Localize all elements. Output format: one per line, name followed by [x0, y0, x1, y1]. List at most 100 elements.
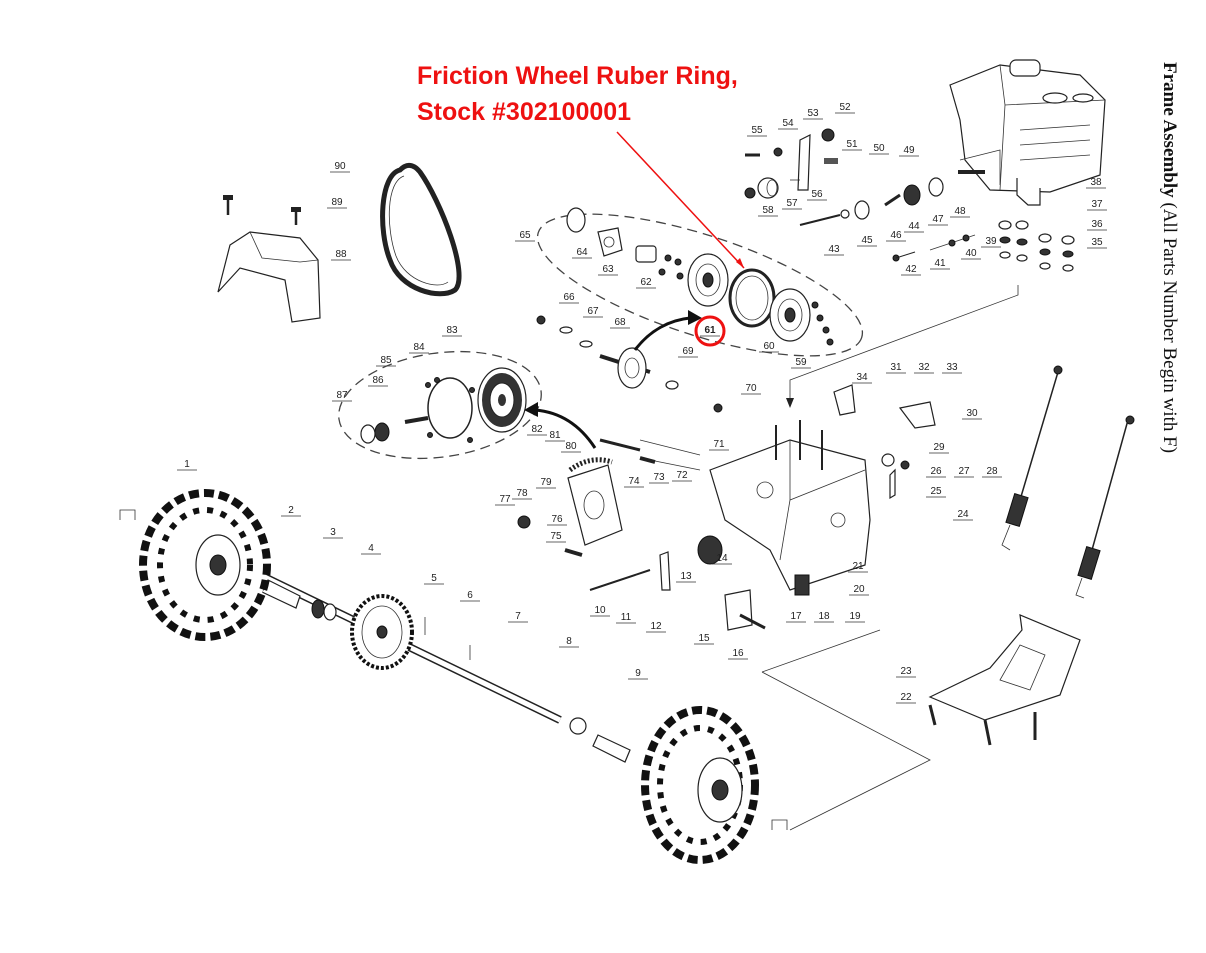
part-label-9: 9	[635, 668, 641, 679]
part-label-48: 48	[954, 206, 966, 217]
part-label-62: 62	[640, 277, 652, 288]
part-label-12: 12	[650, 621, 662, 632]
bolts	[223, 195, 301, 225]
part-label-54: 54	[782, 118, 794, 129]
part-label-6: 6	[467, 590, 473, 601]
part-label-43: 43	[828, 244, 840, 255]
part-label-63: 63	[602, 264, 614, 275]
skid-plate	[928, 614, 1081, 746]
part-label-69: 69	[682, 346, 694, 357]
part-label-30: 30	[966, 408, 978, 419]
part-label-51: 51	[846, 139, 858, 150]
part-label-41: 41	[934, 258, 946, 269]
part-label-7: 7	[515, 611, 521, 622]
part-label-22: 22	[900, 692, 912, 703]
part-label-49: 49	[903, 145, 915, 156]
part-label-14: 14	[716, 553, 728, 564]
friction-wheel-assembly	[536, 207, 834, 413]
part-label-42: 42	[905, 264, 917, 275]
belt-cover	[217, 231, 321, 323]
part-label-35: 35	[1091, 237, 1103, 248]
part-label-47: 47	[932, 214, 944, 225]
part-label-59: 59	[795, 357, 807, 368]
part-label-57: 57	[786, 198, 798, 209]
gear-plate	[517, 438, 701, 557]
part-label-8: 8	[566, 636, 572, 647]
part-label-28: 28	[986, 466, 998, 477]
wheel-axle-assembly	[248, 566, 631, 763]
part-label-25: 25	[930, 486, 942, 497]
part-label-21: 21	[852, 561, 864, 572]
part-label-34: 34	[856, 372, 868, 383]
part-label-81: 81	[549, 430, 561, 441]
frame-housing	[709, 420, 871, 596]
control-rods	[1001, 365, 1135, 599]
part-label-87: 87	[336, 390, 348, 401]
part-label-55: 55	[751, 125, 763, 136]
part-label-86: 86	[372, 375, 384, 386]
part-label-70: 70	[745, 383, 757, 394]
part-label-32: 32	[918, 362, 930, 373]
part-label-58: 58	[762, 205, 774, 216]
part-label-79: 79	[540, 477, 552, 488]
drive-wheel-group-outline	[338, 350, 542, 460]
part-label-84: 84	[413, 342, 425, 353]
assembly-guide-line	[761, 629, 931, 831]
part-label-23: 23	[900, 666, 912, 677]
part-label-50: 50	[873, 143, 885, 154]
side-title-bold: Frame Assembly	[1159, 62, 1180, 198]
part-label-18: 18	[818, 611, 830, 622]
part-label-74: 74	[628, 476, 640, 487]
part-label-2: 2	[288, 505, 294, 516]
part-label-78: 78	[516, 488, 528, 499]
part-label-24: 24	[957, 509, 969, 520]
part-label-29: 29	[933, 442, 945, 453]
part-label-85: 85	[380, 355, 392, 366]
drive-wheel-assembly	[360, 367, 527, 444]
part-label-17: 17	[790, 611, 802, 622]
part-label-73: 73	[653, 472, 665, 483]
part-label-40: 40	[965, 248, 977, 259]
part-label-60: 60	[763, 341, 775, 352]
part-label-56: 56	[811, 189, 823, 200]
part-label-67: 67	[587, 306, 599, 317]
part-label-64: 64	[576, 247, 588, 258]
part-label-4: 4	[368, 543, 374, 554]
part-label-19: 19	[849, 611, 861, 622]
drive-shaft-parts	[744, 128, 1075, 408]
arrow-to-ring	[633, 316, 691, 351]
part-label-36: 36	[1091, 219, 1103, 230]
callout-leader-line	[616, 131, 745, 269]
callout-line-2: Stock #302100001	[417, 98, 632, 126]
part-label-13: 13	[680, 571, 692, 582]
friction-wheel-rubber-ring	[728, 268, 776, 328]
part-label-72: 72	[676, 470, 688, 481]
callout-line-1: Friction Wheel Ruber Ring,	[417, 62, 738, 90]
part-label-88: 88	[335, 249, 347, 260]
part-label-33: 33	[946, 362, 958, 373]
part-label-45: 45	[861, 235, 873, 246]
part-label-52: 52	[839, 102, 851, 113]
part-label-77: 77	[499, 494, 511, 505]
part-label-27: 27	[958, 466, 970, 477]
part-label-11: 11	[621, 612, 632, 623]
part-label-68: 68	[614, 317, 626, 328]
engine	[949, 59, 1106, 206]
part-label-3: 3	[330, 527, 336, 538]
side-title: Frame Assembly (All Parts Number Begin w…	[1150, 62, 1180, 453]
part-label-1: 1	[184, 459, 190, 470]
part-label-76: 76	[551, 514, 563, 525]
part-label-53: 53	[807, 108, 819, 119]
part-label-71: 71	[713, 439, 725, 450]
part-label-66: 66	[563, 292, 575, 303]
left-tire	[119, 489, 271, 641]
part-label-15: 15	[698, 633, 710, 644]
part-label-31: 31	[890, 362, 902, 373]
part-label-65: 65	[519, 230, 531, 241]
part-label-46: 46	[890, 230, 902, 241]
callout-text: Friction Wheel Ruber Ring, Stock #302100…	[417, 58, 738, 130]
right-tire	[641, 706, 788, 864]
part-label-38: 38	[1090, 177, 1102, 188]
friction-wheel-group-outline	[536, 213, 864, 357]
